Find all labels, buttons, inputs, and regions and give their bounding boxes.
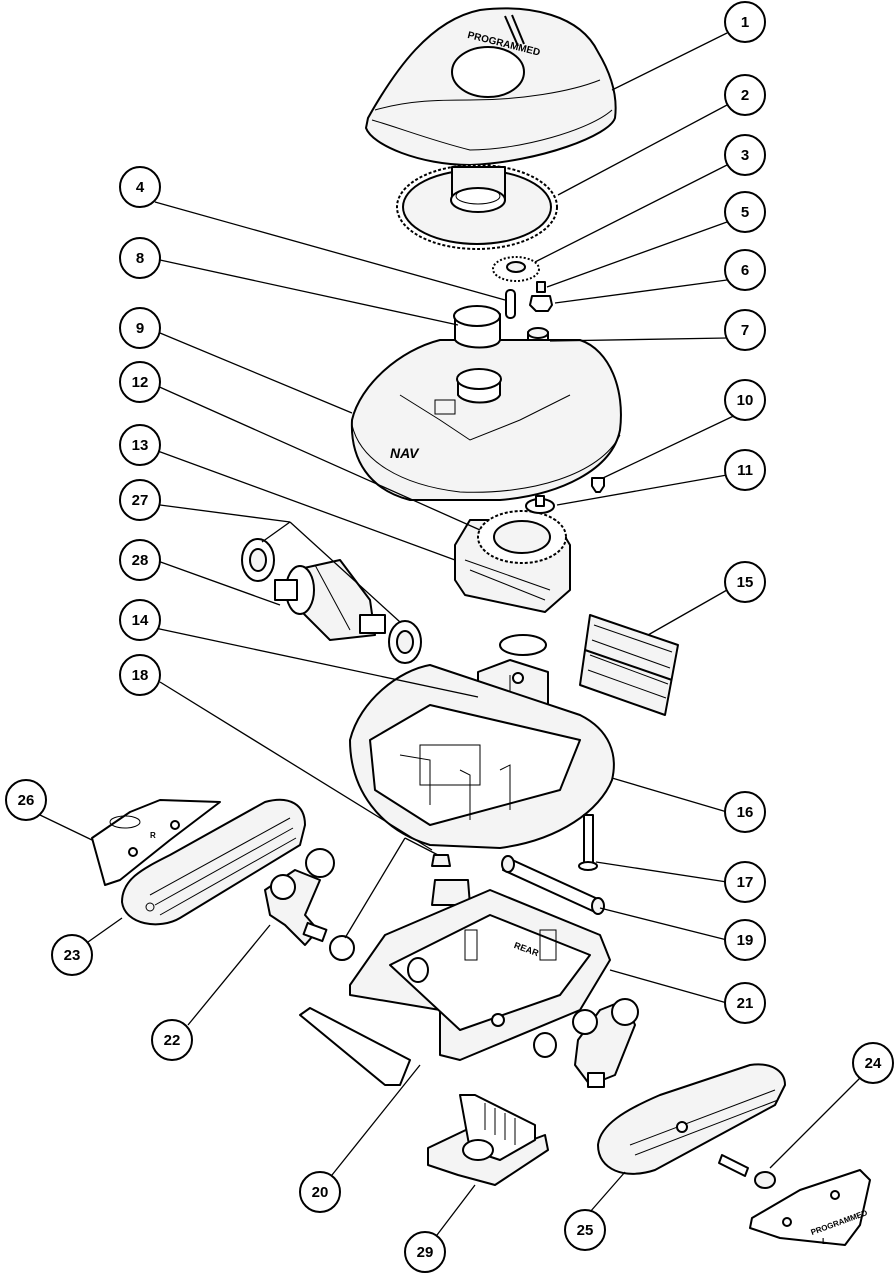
callout-7: 7: [724, 309, 766, 351]
svg-text:13: 13: [132, 437, 149, 454]
callout-13: 13: [119, 424, 161, 466]
part-screw-nut: [529, 281, 553, 312]
callout-24: 24: [852, 1042, 894, 1084]
callouts: 1 2 3 4 5 6 7 8 9 10 11 12 13 14 15 16 1…: [5, 1, 894, 1273]
svg-text:6: 6: [741, 262, 749, 279]
part-axle: [501, 855, 605, 915]
callout-23: 23: [51, 934, 93, 976]
part-base-fitting: [427, 1094, 549, 1186]
callout-8: 8: [119, 237, 161, 279]
body-logo-text: NAV: [390, 445, 420, 461]
svg-text:14: 14: [132, 612, 149, 629]
part-filter-screen: [579, 614, 679, 716]
callout-6: 6: [724, 249, 766, 291]
callout-11: 11: [724, 449, 766, 491]
callout-17: 17: [724, 861, 766, 903]
svg-text:20: 20: [312, 1184, 329, 1201]
callout-1: 1: [724, 1, 766, 43]
part-long-bolt: [578, 814, 598, 871]
callout-21: 21: [724, 982, 766, 1024]
svg-text:9: 9: [136, 320, 144, 337]
svg-text:8: 8: [136, 250, 144, 267]
callout-22: 22: [151, 1019, 193, 1061]
callout-16: 16: [724, 791, 766, 833]
part-turbine: [274, 559, 386, 641]
svg-text:17: 17: [737, 874, 754, 891]
callout-2: 2: [724, 74, 766, 116]
svg-text:3: 3: [741, 147, 749, 164]
svg-text:5: 5: [741, 204, 749, 221]
svg-text:1: 1: [741, 14, 749, 31]
svg-text:12: 12: [132, 374, 149, 391]
callout-28: 28: [119, 539, 161, 581]
svg-text:26: 26: [18, 792, 35, 809]
right-side-letter: L: [822, 1237, 827, 1246]
left-side-letter: R: [150, 831, 156, 840]
part-right-swing-arm: [533, 998, 639, 1088]
svg-text:23: 23: [64, 947, 81, 964]
part-left-cap: R: [91, 799, 221, 886]
svg-text:7: 7: [741, 322, 749, 339]
part-left-swing-arm: [264, 848, 355, 961]
callout-9: 9: [119, 307, 161, 349]
part-body: NAV: [350, 305, 622, 501]
svg-text:18: 18: [132, 667, 149, 684]
part-small-gear: [492, 256, 540, 282]
callout-29: 29: [404, 1231, 446, 1273]
svg-text:24: 24: [865, 1055, 882, 1072]
svg-text:29: 29: [417, 1244, 434, 1261]
part-top-cover: PROGRAMMED: [365, 7, 617, 166]
callout-4: 4: [119, 166, 161, 208]
part-lower-housing: [349, 664, 615, 849]
callout-19: 19: [724, 919, 766, 961]
callout-26: 26: [5, 779, 47, 821]
part-left-track: [121, 798, 306, 926]
part-small-18: [431, 854, 471, 906]
svg-text:22: 22: [164, 1032, 181, 1049]
callout-14: 14: [119, 599, 161, 641]
callout-3: 3: [724, 134, 766, 176]
part-right-cap: PROGRAMMED L: [749, 1169, 871, 1246]
part-screw-10: [591, 477, 605, 493]
callout-15: 15: [724, 561, 766, 603]
svg-text:10: 10: [737, 392, 754, 409]
svg-text:28: 28: [132, 552, 149, 569]
leader-lines: [39, 32, 861, 1236]
callout-10: 10: [724, 379, 766, 421]
svg-text:25: 25: [577, 1222, 594, 1239]
svg-text:27: 27: [132, 492, 149, 509]
part-bolt-24: [718, 1154, 776, 1189]
part-skid: [299, 1007, 411, 1086]
part-right-track: [597, 1063, 786, 1175]
part-gear-ring: [396, 164, 558, 250]
callout-27: 27: [119, 479, 161, 521]
svg-text:16: 16: [737, 804, 754, 821]
part-bearings: [241, 538, 422, 664]
callout-18: 18: [119, 654, 161, 696]
svg-text:15: 15: [737, 574, 754, 591]
svg-text:21: 21: [737, 995, 754, 1012]
part-pin: [505, 289, 516, 319]
svg-text:19: 19: [737, 932, 754, 949]
svg-text:4: 4: [136, 179, 145, 196]
svg-text:2: 2: [741, 87, 749, 104]
callout-20: 20: [299, 1171, 341, 1213]
svg-text:11: 11: [737, 462, 753, 479]
part-gearbox: [454, 495, 571, 613]
callout-25: 25: [564, 1209, 606, 1251]
part-chassis: REAR: [349, 889, 611, 1061]
callout-5: 5: [724, 191, 766, 233]
callout-12: 12: [119, 361, 161, 403]
